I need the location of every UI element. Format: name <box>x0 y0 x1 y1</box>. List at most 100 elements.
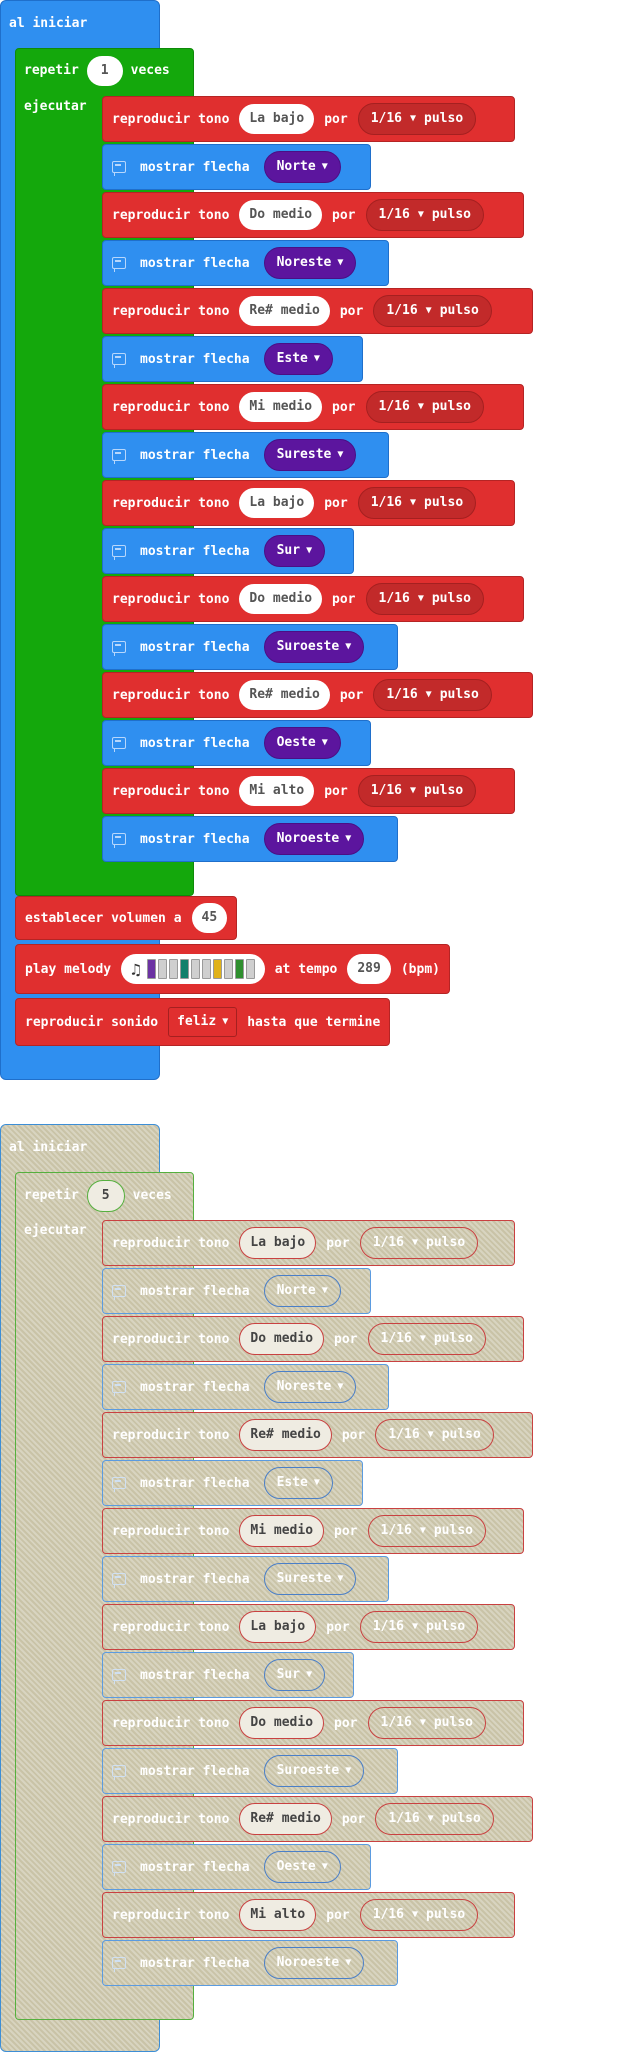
beat-dropdown[interactable]: 1/16▼pulso <box>357 487 477 519</box>
beat-dropdown[interactable]: 1/16▼pulso <box>367 1323 486 1355</box>
chevron-down-icon: ▼ <box>345 1957 352 1968</box>
tempo-input[interactable]: 289 <box>347 954 391 984</box>
direction-dropdown[interactable]: Noreste▼ <box>263 247 357 279</box>
beat-dropdown[interactable]: 1/16▼pulso <box>365 391 484 423</box>
note-input[interactable]: La bajo <box>239 1611 317 1643</box>
for-label: por <box>341 1427 366 1443</box>
note-input[interactable]: La bajo <box>239 104 315 134</box>
note-input[interactable]: Mi alto <box>239 776 315 806</box>
beat-dropdown[interactable]: 1/16▼pulso <box>367 1515 486 1547</box>
direction-dropdown[interactable]: Norte▼ <box>263 1275 341 1307</box>
play-sound-block[interactable]: reproducir sonido feliz ▼ hasta que term… <box>15 998 391 1046</box>
direction-dropdown[interactable]: Oeste▼ <box>263 727 341 759</box>
beat-dropdown[interactable]: 1/16▼pulso <box>359 1899 479 1931</box>
volume-input[interactable]: 45 <box>191 903 228 933</box>
direction-dropdown[interactable]: Sur▼ <box>263 535 326 567</box>
on-start-block[interactable]: al iniciar repetir 1 veces ejecutar repr… <box>0 0 636 1080</box>
set-volume-block[interactable]: establecer volumen a 45 <box>15 896 238 940</box>
chevron-down-icon: ▼ <box>313 1477 320 1488</box>
direction-dropdown[interactable]: Noroeste▼ <box>263 823 365 855</box>
beat-dropdown[interactable]: 1/16▼pulso <box>359 1227 479 1259</box>
beat-dropdown[interactable]: 1/16▼pulso <box>359 1611 479 1643</box>
for-label: por <box>339 687 364 703</box>
note-input[interactable]: Do medio <box>239 1323 325 1355</box>
note-input[interactable]: Re# medio <box>239 680 330 710</box>
play-tone-label: reproducir tono <box>112 1811 230 1827</box>
disabled-repeat-label: repetir <box>24 1188 79 1203</box>
direction-dropdown[interactable]: Este▼ <box>263 343 333 375</box>
note-input[interactable]: Mi medio <box>239 392 323 422</box>
direction-dropdown[interactable]: Sureste▼ <box>263 1563 357 1595</box>
beat-dropdown[interactable]: 1/16▼pulso <box>365 199 484 231</box>
beat-dropdown[interactable]: 1/16▼pulso <box>373 295 492 327</box>
direction-dropdown[interactable]: Noreste▼ <box>263 1371 357 1403</box>
beat-dropdown[interactable]: 1/16▼pulso <box>357 103 477 135</box>
note-input[interactable]: Mi alto <box>239 1899 317 1931</box>
note-input[interactable]: La bajo <box>239 488 315 518</box>
play-tone-label: reproducir tono <box>112 111 230 127</box>
disabled-on-start-block[interactable]: al iniciar repetir 5 veces ejecutar repr… <box>0 1124 636 2053</box>
direction-dropdown[interactable]: Sur▼ <box>263 1659 326 1691</box>
direction-dropdown[interactable]: Sureste▼ <box>263 439 357 471</box>
note-input[interactable]: Re# medio <box>239 1419 332 1451</box>
melody-editor[interactable]: ♫ <box>121 954 265 984</box>
beat-dropdown[interactable]: 1/16▼pulso <box>367 1707 486 1739</box>
beat-dropdown[interactable]: 1/16▼pulso <box>375 1419 494 1451</box>
play-melody-block[interactable]: play melody ♫ at tempo 289 (bpm) <box>15 944 450 994</box>
beat-dropdown[interactable]: 1/16▼pulso <box>365 583 484 615</box>
note-input[interactable]: Do medio <box>239 200 323 230</box>
note-input[interactable]: Do medio <box>239 1707 325 1739</box>
beat-dropdown[interactable]: 1/16▼pulso <box>375 1803 494 1835</box>
note-input[interactable]: Re# medio <box>239 1803 332 1835</box>
disabled-repeat-count-input[interactable]: 5 <box>86 1180 125 1212</box>
repeat-count-input[interactable]: 1 <box>86 56 123 86</box>
chevron-down-icon: ▼ <box>321 161 328 172</box>
direction-dropdown[interactable]: Noroeste▼ <box>263 1947 365 1979</box>
direction-dropdown[interactable]: Suroeste▼ <box>263 631 365 663</box>
sound-dropdown[interactable]: feliz ▼ <box>168 1007 238 1037</box>
note-input[interactable]: Mi medio <box>239 1515 325 1547</box>
direction-dropdown[interactable]: Este▼ <box>263 1467 333 1499</box>
note-input[interactable]: La bajo <box>239 1227 317 1259</box>
direction-dropdown[interactable]: Suroeste▼ <box>263 1755 365 1787</box>
note-input[interactable]: Re# medio <box>239 296 330 326</box>
direction-dropdown[interactable]: Norte▼ <box>263 151 341 183</box>
beat-dropdown[interactable]: 1/16▼pulso <box>357 775 477 807</box>
direction-dropdown[interactable]: Oeste▼ <box>263 1851 341 1883</box>
direction-value: Noreste <box>276 1379 332 1394</box>
note-input[interactable]: Do medio <box>239 584 323 614</box>
beat-dropdown[interactable]: 1/16▼pulso <box>373 679 492 711</box>
